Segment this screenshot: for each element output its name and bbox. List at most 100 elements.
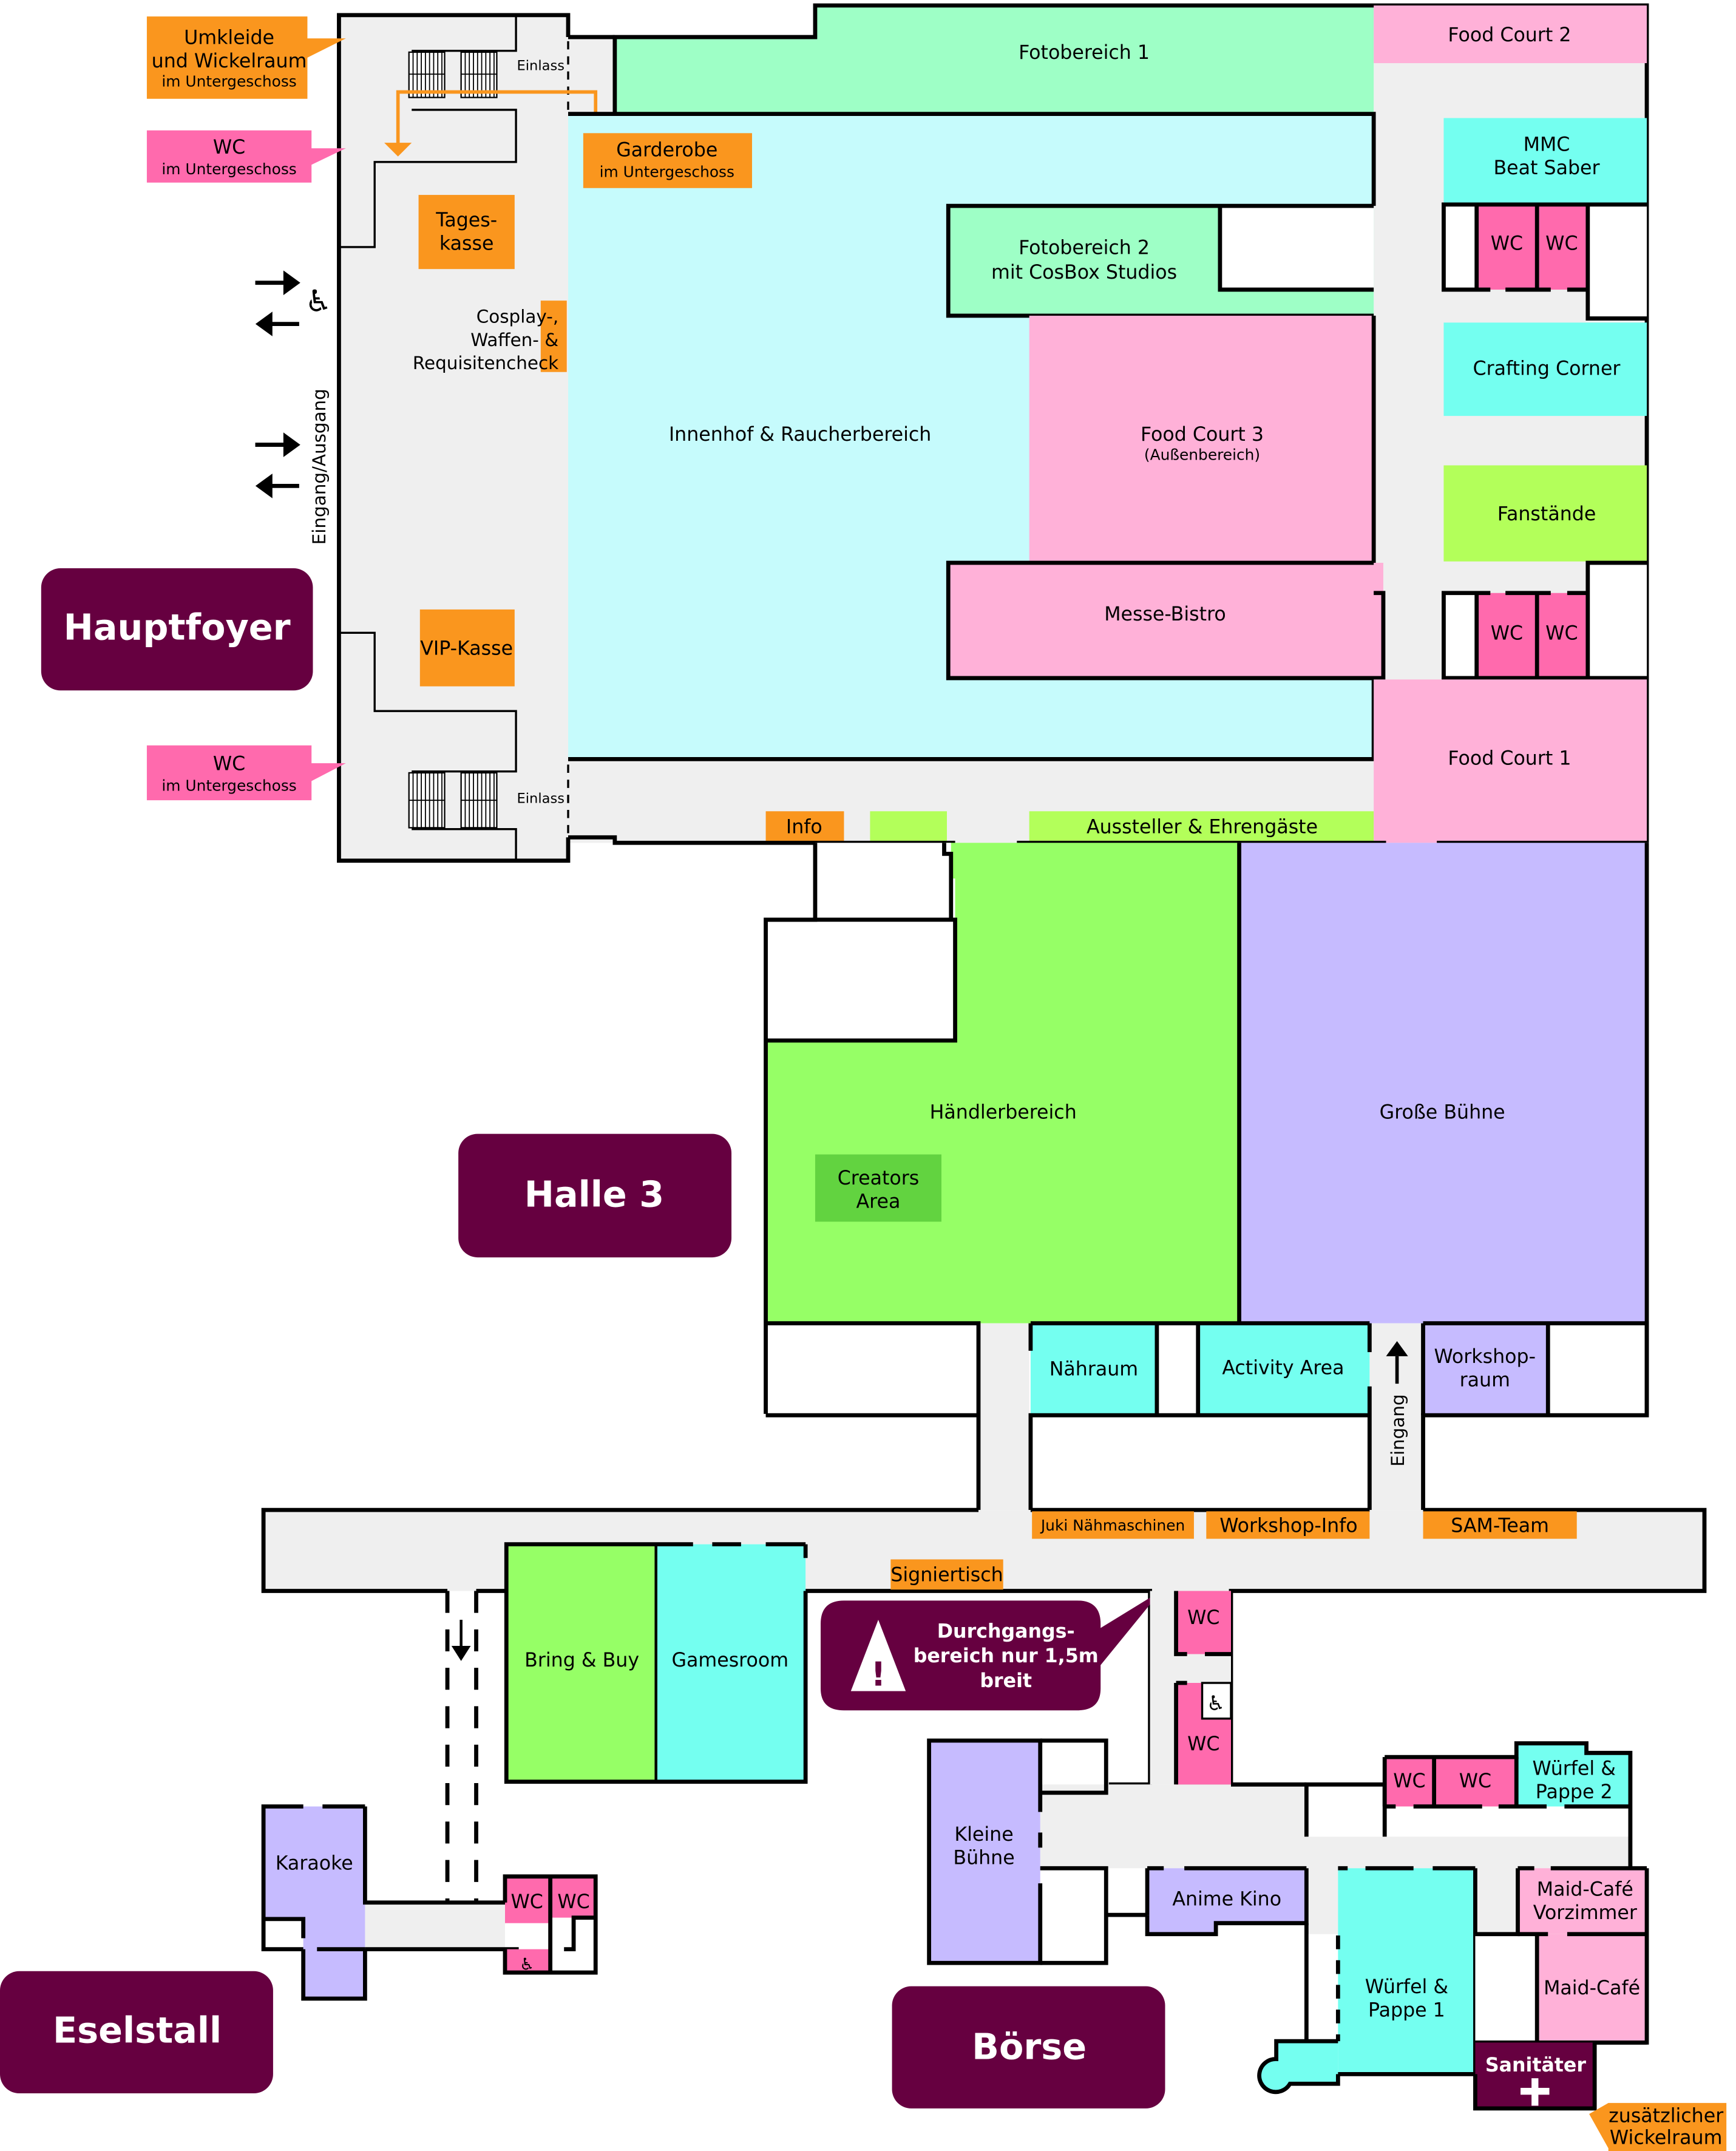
svg-text:Food Court 2: Food Court 2 [1448,24,1571,46]
einlass-bottom-label: Einlass [517,791,565,807]
wc-room[interactable]: WC [1476,593,1538,678]
svg-text:Anime Kino: Anime Kino [1172,1888,1281,1910]
label-hauptfoyer: Hauptfoyer [41,568,313,691]
room-anime-kino[interactable]: Anime Kino [1147,1868,1307,1934]
svg-text:raum: raum [1460,1370,1510,1392]
aussteller-booth-small[interactable] [870,811,947,841]
room-activity-area[interactable]: Activity Area [1198,1323,1370,1416]
svg-text:Fotobereich 2: Fotobereich 2 [1019,237,1150,259]
svg-text:Activity Area: Activity Area [1222,1357,1344,1379]
svg-text:Durchgangs-: Durchgangs- [937,1620,1075,1642]
info-desk[interactable]: Info [765,811,844,841]
svg-text:zusätzlicher: zusätzlicher [1609,2105,1724,2127]
halle3-area: Händlerbereich Creators Area Große Bühne… [764,843,1649,1510]
wc-room[interactable]: WC [1537,204,1588,290]
svg-text:WC: WC [1545,233,1578,255]
room-fotobereich-2[interactable]: Fotobereich 2 mit CosBox Studios [948,206,1374,316]
svg-text:und Wickelraum: und Wickelraum [152,50,307,72]
room-bring-and-buy[interactable]: Bring & Buy [506,1544,656,1782]
room-food-court-2[interactable]: Food Court 2 [1374,5,1647,64]
svg-text:Wickelraum: Wickelraum [1610,2127,1723,2149]
svg-text:WC: WC [1187,1607,1219,1629]
room-naehraum[interactable]: Nähraum [1030,1323,1157,1416]
stairs-bottom-icon [408,772,498,829]
room-workshopraum[interactable]: Workshop- raum [1423,1323,1548,1416]
room-crafting-corner[interactable]: Crafting Corner [1443,322,1647,416]
callout-umkleide: Umkleide und Wickelraum im Untergeschoss [146,16,346,99]
foyer-floor [339,15,568,861]
first-aid-cross-icon [1521,2078,1550,2106]
room-grosse-buehne[interactable]: Große Bühne [1239,843,1647,1324]
svg-text:WC: WC [1545,623,1578,645]
wc-room[interactable]: WC [1385,1757,1434,1807]
svg-text:VIP-Kasse: VIP-Kasse [420,638,513,660]
svg-text:Umkleide: Umkleide [184,27,274,49]
svg-text:Kleine: Kleine [954,1824,1013,1846]
room-maid-cafe-vorzimmer[interactable]: Maid-Café Vorzimmer [1517,1868,1647,1934]
room-gamesroom[interactable]: Gamesroom [656,1544,806,1782]
svg-text:Food Court 1: Food Court 1 [1448,747,1571,769]
room-fanstaende[interactable]: Fanstände [1443,465,1647,562]
tageskasse[interactable]: Tages- kasse [418,195,515,270]
svg-text:WC: WC [1491,623,1523,645]
svg-text:Crafting Corner: Crafting Corner [1473,358,1621,379]
wc-accessible[interactable]: ♿ [505,1949,551,1974]
wc-room[interactable]: WC [1537,593,1588,678]
wc-room[interactable]: WC [550,1876,596,1918]
svg-text:Waffen- &: Waffen- & [470,330,558,350]
svg-text:Händlerbereich: Händlerbereich [930,1102,1077,1124]
svg-text:Fanstände: Fanstände [1497,503,1596,525]
wc-room[interactable]: WC [505,1876,551,1923]
workshop-info[interactable]: Workshop-Info [1206,1511,1370,1539]
wc-room-accessible[interactable]: ♿ WC [1176,1682,1232,1785]
label-boerse: Börse [892,1986,1165,2109]
svg-text:Börse: Börse [972,2026,1087,2068]
signiertisch[interactable]: Signiertisch [890,1559,1003,1590]
room-maid-cafe[interactable]: Maid-Café [1537,1934,1647,2043]
svg-text:Creators: Creators [838,1167,920,1189]
cosplay-check[interactable]: Cosplay-, Waffen- & Requisitencheck [413,301,567,373]
einlass-top-label: Einlass [517,58,565,73]
wc-room[interactable]: WC [1176,1591,1231,1654]
svg-text:Requisitencheck: Requisitencheck [413,353,558,373]
svg-text:im Untergeschoss: im Untergeschoss [161,160,296,178]
wc-room[interactable]: WC [1476,204,1538,290]
eingang-arrow-icon [1386,1341,1408,1384]
svg-text:Juki Nähmaschinen: Juki Nähmaschinen [1040,1517,1185,1534]
aussteller-ehrengaeste[interactable]: Aussteller & Ehrengäste [1029,811,1374,841]
vip-kasse[interactable]: VIP-Kasse [419,609,515,687]
svg-text:mit CosBox Studios: mit CosBox Studios [991,262,1177,284]
svg-text:Pappe 2: Pappe 2 [1536,1781,1613,1803]
entrance-arrows-top [255,270,300,498]
svg-text:Nähraum: Nähraum [1049,1359,1138,1381]
svg-text:WC: WC [557,1891,589,1913]
room-food-court-3[interactable]: Food Court 3 (Außenbereich) [1029,316,1374,563]
svg-text:Messe-Bistro: Messe-Bistro [1104,603,1226,625]
room-wuerfel-pappe-2[interactable]: Würfel & Pappe 2 [1516,1743,1630,1807]
svg-text:im Untergeschoss: im Untergeschoss [161,72,296,90]
room-wuerfel-pappe-1[interactable]: Würfel & Pappe 1 [1259,1868,1476,2092]
svg-text:Area: Area [856,1191,901,1213]
svg-text:Innenhof & Raucherbereich: Innenhof & Raucherbereich [669,424,932,446]
room-sanitaeter[interactable]: Sanitäter [1475,2042,1595,2109]
callout-garderobe: Garderobe im Untergeschoss [583,133,752,188]
room-fotobereich-1[interactable]: Fotobereich 1 [614,5,1374,114]
label-eselstall: Eselstall [0,1971,273,2094]
svg-text:WC: WC [213,137,245,158]
juki-naehmaschinen[interactable]: Juki Nähmaschinen [1032,1511,1194,1539]
room-food-court-1[interactable]: Food Court 1 [1374,679,1647,843]
room-mmc-beat-saber[interactable]: MMC Beat Saber [1443,118,1647,205]
wc-room[interactable]: WC [1434,1757,1517,1807]
sam-team[interactable]: SAM-Team [1423,1511,1577,1539]
svg-text:Würfel &: Würfel & [1365,1976,1448,1998]
svg-text:Hauptfoyer: Hauptfoyer [64,607,291,648]
room-creators-area[interactable]: Creators Area [815,1154,941,1222]
callout-wickelraum: zusätzlicher Wickelraum [1589,2102,1727,2151]
room-messe-bistro[interactable]: Messe-Bistro [948,563,1383,678]
south-corridor-area: Juki Nähmaschinen Workshop-Info SAM-Team… [261,1507,1707,1903]
room-kleine-buehne[interactable]: Kleine Bühne [929,1740,1040,1963]
svg-text:im Untergeschoss: im Untergeschoss [600,163,734,181]
room-karaoke[interactable]: Karaoke [263,1806,365,1999]
wc-block-south: WC WC [1442,560,1647,681]
